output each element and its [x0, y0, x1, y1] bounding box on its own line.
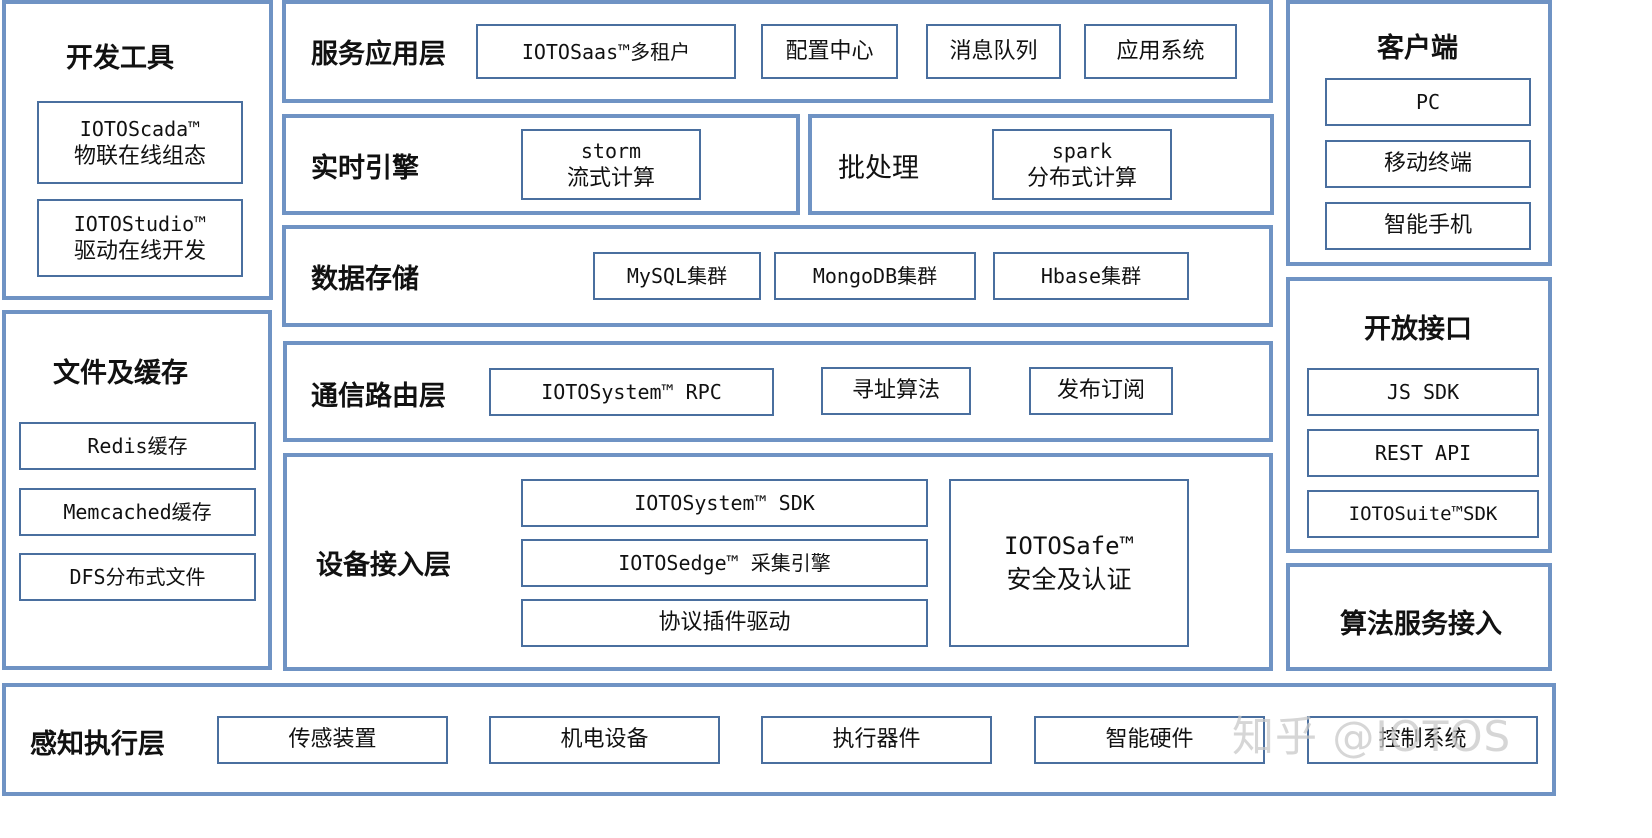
- mysql-cluster-box[interactable]: MySQL集群: [593, 252, 761, 300]
- iotosystem-sdk-box[interactable]: IOTOSystem™ SDK: [521, 479, 928, 527]
- algo-service-panel: [1286, 563, 1552, 671]
- addressing-algo-box[interactable]: 寻址算法: [821, 367, 971, 415]
- smart-hardware-box[interactable]: 智能硬件: [1034, 716, 1265, 764]
- protocol-plugin-box[interactable]: 协议插件驱动: [521, 599, 928, 647]
- storage-title: 数据存储: [311, 264, 419, 295]
- redis-cache-box[interactable]: Redis缓存: [19, 422, 256, 470]
- storm-desc: 流式计算: [566, 165, 655, 191]
- iotoscada-name: IOTOScada™: [79, 116, 201, 141]
- smartphone-box[interactable]: 智能手机: [1325, 202, 1531, 250]
- iotostudio-box[interactable]: IOTOStudio™ 驱动在线开发: [37, 199, 243, 277]
- iotostudio-desc: 驱动在线开发: [73, 239, 206, 264]
- storm-name: storm: [580, 138, 642, 163]
- spark-name: spark: [1051, 138, 1113, 163]
- client-title: 客户端: [1377, 33, 1458, 64]
- spark-desc: 分布式计算: [1026, 165, 1137, 191]
- file-cache-title: 文件及缓存: [53, 358, 188, 389]
- hbase-cluster-box[interactable]: Hbase集群: [993, 252, 1189, 300]
- memcached-cache-box[interactable]: Memcached缓存: [19, 488, 256, 536]
- control-system-box[interactable]: 控制系统: [1307, 716, 1538, 764]
- algo-service-title: 算法服务接入: [1340, 609, 1502, 640]
- pc-box[interactable]: PC: [1325, 78, 1531, 126]
- watermark-text: 知乎 @IOTOS: [1232, 712, 1512, 761]
- iotosaas-box[interactable]: IOTOSaas™多租户: [476, 24, 736, 79]
- js-sdk-box[interactable]: JS SDK: [1307, 368, 1539, 416]
- perception-title: 感知执行层: [30, 729, 165, 760]
- iotosafe-name: IOTOSafe™: [1003, 532, 1135, 560]
- app-system-box[interactable]: 应用系统: [1084, 24, 1237, 79]
- sensor-box[interactable]: 传感装置: [217, 716, 448, 764]
- spark-box[interactable]: spark 分布式计算: [992, 129, 1172, 200]
- realtime-title: 实时引擎: [311, 153, 419, 184]
- iotosafe-box[interactable]: IOTOSafe™ 安全及认证: [949, 479, 1189, 647]
- message-queue-box[interactable]: 消息队列: [926, 24, 1061, 79]
- pubsub-box[interactable]: 发布订阅: [1029, 367, 1173, 415]
- routing-title: 通信路由层: [311, 381, 446, 412]
- iotostudio-name: IOTOStudio™: [73, 212, 207, 236]
- electromechanical-box[interactable]: 机电设备: [489, 716, 720, 764]
- dfs-file-box[interactable]: DFS分布式文件: [19, 553, 256, 601]
- rest-api-box[interactable]: REST API: [1307, 429, 1539, 477]
- mongodb-cluster-box[interactable]: MongoDB集群: [774, 252, 976, 300]
- mobile-terminal-box[interactable]: 移动终端: [1325, 140, 1531, 188]
- service-layer-title: 服务应用层: [311, 39, 446, 70]
- iotosafe-desc: 安全及认证: [1006, 565, 1132, 594]
- device-title: 设备接入层: [316, 550, 451, 581]
- iotosystem-rpc-box[interactable]: IOTOSystem™ RPC: [489, 368, 774, 416]
- iotosuite-sdk-box[interactable]: IOTOSuite™SDK: [1307, 490, 1539, 538]
- iotoscada-box[interactable]: IOTOScada™ 物联在线组态: [37, 101, 243, 184]
- storm-box[interactable]: storm 流式计算: [521, 129, 701, 200]
- batch-title: 批处理: [838, 153, 919, 184]
- iotoscada-desc: 物联在线组态: [73, 143, 206, 169]
- iotosedge-box[interactable]: IOTOSedge™ 采集引擎: [521, 539, 928, 587]
- dev-tools-title: 开发工具: [66, 43, 174, 74]
- config-center-box[interactable]: 配置中心: [761, 24, 898, 79]
- open-api-title: 开放接口: [1364, 314, 1472, 345]
- actuator-box[interactable]: 执行器件: [761, 716, 992, 764]
